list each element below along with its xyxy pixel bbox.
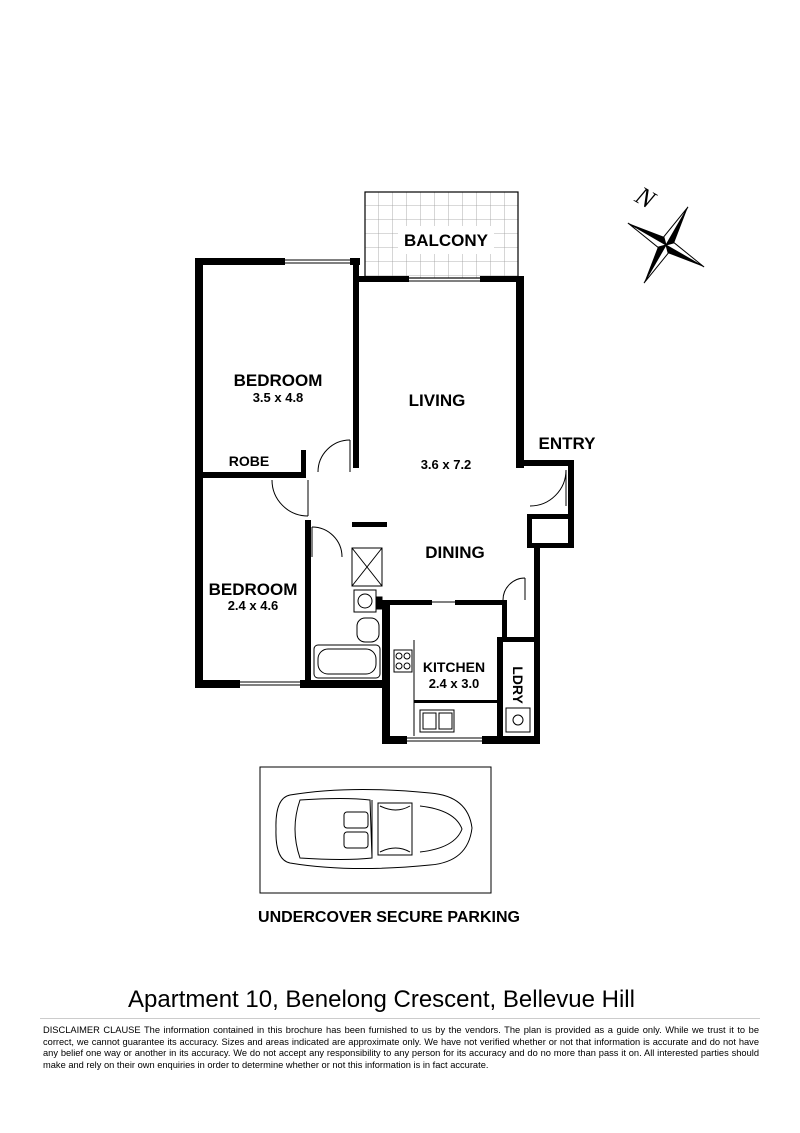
bathroom-fixtures (313, 547, 383, 679)
bedroom1-label: BEDROOM (234, 371, 323, 390)
dining-label: DINING (425, 543, 485, 562)
kitchen-dims: 2.4 x 3.0 (429, 676, 480, 691)
page-title: Apartment 10, Benelong Crescent, Bellevu… (128, 986, 635, 1013)
living-dims: 3.6 x 7.2 (421, 457, 472, 472)
bedroom2-label: BEDROOM (209, 580, 298, 599)
windows (240, 259, 482, 742)
car-icon (275, 788, 473, 870)
disclaimer-heading: DISCLAIMER CLAUSE (43, 1025, 141, 1035)
compass-icon: N (627, 180, 705, 284)
balcony-area (364, 191, 519, 279)
compass-north-label: N (630, 180, 662, 215)
entry-label: ENTRY (539, 434, 597, 453)
parking-bay (259, 766, 492, 894)
laundry-label: LDRY (510, 666, 526, 704)
kitchen-label: KITCHEN (423, 659, 485, 675)
walls (195, 258, 574, 744)
parking-label: UNDERCOVER SECURE PARKING (258, 909, 520, 926)
bedroom1-dims: 3.5 x 4.8 (253, 390, 304, 405)
disclaimer-text: The information contained in this brochu… (43, 1025, 759, 1070)
disclaimer: DISCLAIMER CLAUSE The information contai… (43, 1025, 759, 1071)
bedroom2-dims: 2.4 x 4.6 (228, 598, 279, 613)
divider (40, 1018, 760, 1019)
kitchen-fixtures (393, 640, 531, 736)
doors (271, 439, 567, 603)
balcony-label: BALCONY (404, 231, 489, 250)
robe-label: ROBE (229, 453, 269, 469)
living-label: LIVING (409, 391, 466, 410)
